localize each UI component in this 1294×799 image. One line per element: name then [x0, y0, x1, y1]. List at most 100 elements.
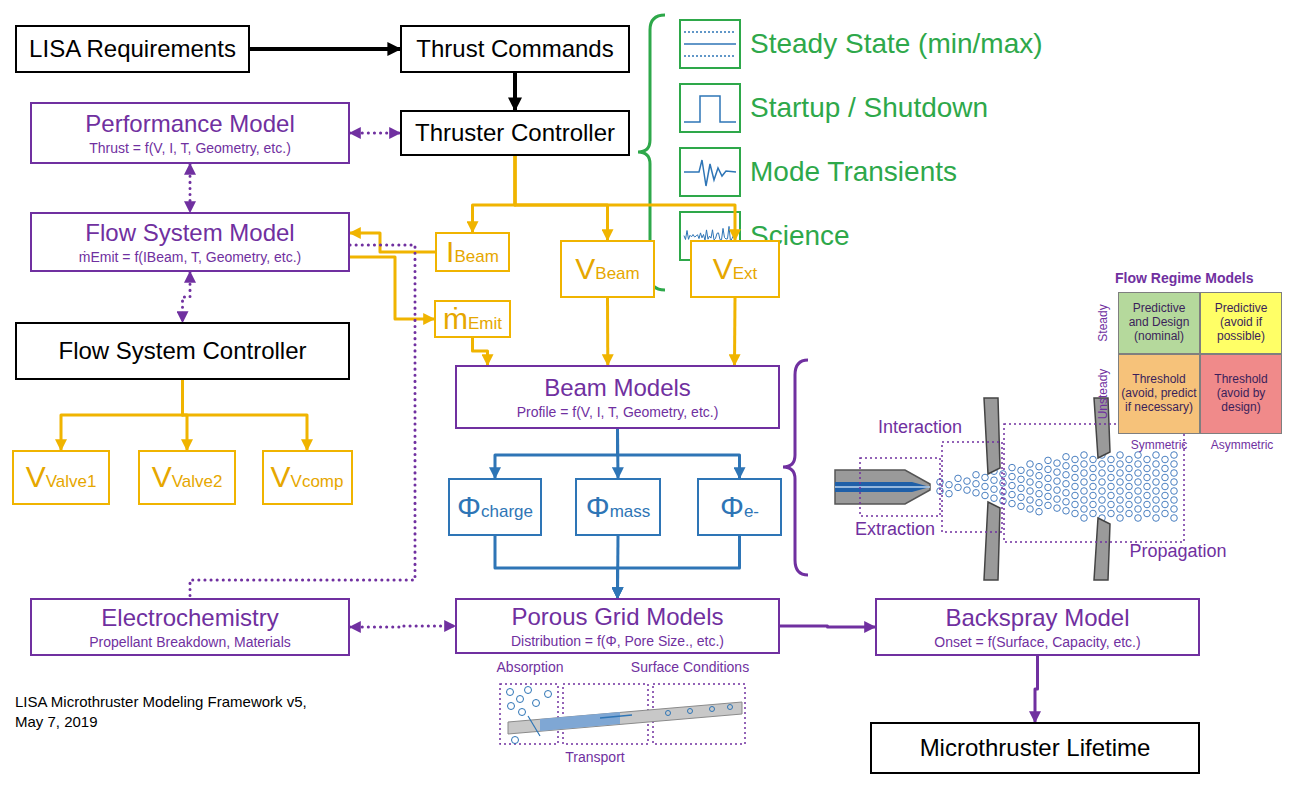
signal-box: VExt: [690, 240, 780, 298]
signal-trace: [684, 43, 736, 45]
signal-box: VValve2: [138, 450, 236, 505]
connector: [495, 429, 618, 478]
callout-label: Asymmetric: [1211, 439, 1274, 452]
node-subtitle: ṁEmit = f(IBeam, T, Geometry, etc.): [79, 249, 301, 265]
node-subtitle: Profile = f(V, I, T, Geometry, etc.): [517, 404, 719, 420]
signal-box: VVcomp: [262, 450, 353, 505]
emitter-nozzle: [835, 470, 930, 504]
callout-label: Interaction: [878, 418, 962, 438]
model-box: Backspray ModelOnset = f(Surface, Capaci…: [875, 598, 1200, 656]
connector: [473, 156, 516, 232]
node-title: Porous Grid Models: [511, 603, 723, 631]
callout-label: Absorption: [497, 660, 564, 675]
node-title: Φe-: [720, 490, 759, 525]
table-cell: Predictive and Design (nominal): [1118, 292, 1200, 354]
node-title: Beam Models: [544, 374, 691, 402]
connector: [733, 298, 737, 365]
node-title: Electrochemistry: [101, 604, 278, 632]
callout-label: Propagation: [1129, 542, 1226, 562]
connector: [189, 164, 192, 212]
porous-illustration: [500, 684, 745, 744]
signal-trace: [684, 96, 736, 122]
node-subtitle: Distribution = f(Φ, Pore Size., etc.): [511, 633, 724, 649]
node-subtitle: Onset = f(Surface, Capacity, etc.): [934, 634, 1140, 650]
regime-table: Flow Regime ModelsPredictive and Design …: [1075, 268, 1285, 448]
connector: [183, 272, 191, 322]
connector: [515, 156, 608, 240]
node-title: Steady State (min/max): [750, 28, 1043, 60]
table-cell: Predictive (avoid if possible): [1200, 292, 1282, 354]
requirements-box: LISA Requirements: [15, 25, 250, 73]
node-subtitle: Propellant Breakdown, Materials: [89, 634, 291, 650]
outcome-box: Microthruster Lifetime: [870, 722, 1200, 774]
node-title: Thrust Commands: [416, 35, 613, 63]
command-type: Mode Transients: [750, 147, 1270, 197]
signal-trace: [684, 55, 736, 57]
node-title: Startup / Shutdown: [750, 92, 988, 124]
node-title: VValve1: [26, 460, 97, 495]
command-type: Startup / Shutdown: [750, 83, 1270, 133]
connector: [513, 73, 517, 110]
node-title: VVcomp: [271, 460, 344, 495]
node-title: Φcharge: [457, 490, 533, 525]
node-title: Flow System Model: [85, 219, 294, 247]
node-title: IBeam: [446, 235, 499, 270]
model-box: Porous Grid ModelsDistribution = f(Φ, Po…: [455, 598, 780, 654]
signal-trace: [684, 31, 736, 33]
node-title: VBeam: [575, 252, 639, 287]
flux-box: Φcharge: [448, 478, 542, 536]
node-title: Performance Model: [85, 110, 294, 138]
node-title: Predictive and Design (nominal): [1121, 302, 1197, 343]
model-box: ElectrochemistryPropellant Breakdown, Ma…: [30, 598, 350, 656]
controller-box: Thruster Controller: [400, 110, 630, 156]
node-title: Threshold (avoid, predict if necessary): [1121, 373, 1197, 414]
command-type: Science: [750, 211, 1270, 261]
connector: [350, 132, 400, 135]
model-box: Performance ModelThrust = f(V, I, T, Geo…: [30, 102, 350, 164]
node-title: Flow System Controller: [58, 337, 306, 365]
model-box: Flow System Model ṁEmit = f(IBeam, T, Geo…: [30, 212, 350, 272]
table-cell: Threshold (avoid by design): [1200, 354, 1282, 434]
node-title: VValve2: [152, 460, 223, 495]
connector: [250, 47, 400, 51]
signal-icons: [680, 20, 740, 260]
node-subtitle: Thrust = f(V, I, T, Geometry, etc.): [89, 140, 291, 156]
signal-box: VValve1: [12, 450, 110, 505]
connector: [618, 536, 740, 598]
signal-box: IBeam: [435, 232, 510, 272]
brace: [783, 360, 808, 575]
controller-box: Flow System Controller: [15, 322, 350, 380]
node-title: Thruster Controller: [415, 119, 615, 147]
node-title: Φmass: [586, 490, 651, 525]
node-title: ṁEmit: [443, 302, 502, 337]
connector: [1035, 656, 1038, 722]
command-type: Steady State (min/max): [750, 19, 1270, 69]
flux-box: Φe-: [697, 478, 782, 536]
connector: [780, 626, 875, 627]
flux-box: Φmass: [575, 478, 661, 536]
beam-droplets: [937, 452, 1178, 522]
node-title: Flow Regime Models: [1115, 270, 1253, 286]
table-cell: Threshold (avoid, predict if necessary): [1118, 354, 1200, 434]
node-title: Microthruster Lifetime: [920, 734, 1151, 762]
node-title: Backspray Model: [945, 604, 1129, 632]
node-title: Threshold (avoid by design): [1203, 373, 1279, 414]
connector: [183, 380, 308, 450]
axis-label: Unsteady: [1097, 369, 1110, 420]
connector: [350, 233, 435, 252]
connector: [473, 338, 488, 365]
node-title: VExt: [713, 252, 758, 287]
callout-label: Surface Conditions: [631, 660, 749, 675]
connector: [350, 626, 455, 627]
connector: [495, 536, 618, 598]
signal-box: VBeam: [560, 240, 655, 298]
connector: [61, 380, 183, 450]
grid-plates: [984, 398, 1110, 580]
connector: [515, 156, 735, 240]
connector: [618, 429, 740, 478]
connector: [350, 257, 434, 319]
process-box: Thrust Commands: [400, 25, 630, 73]
connector: [606, 298, 609, 365]
node-title: Predictive (avoid if possible): [1203, 302, 1279, 343]
node-title: Mode Transients: [750, 156, 957, 188]
